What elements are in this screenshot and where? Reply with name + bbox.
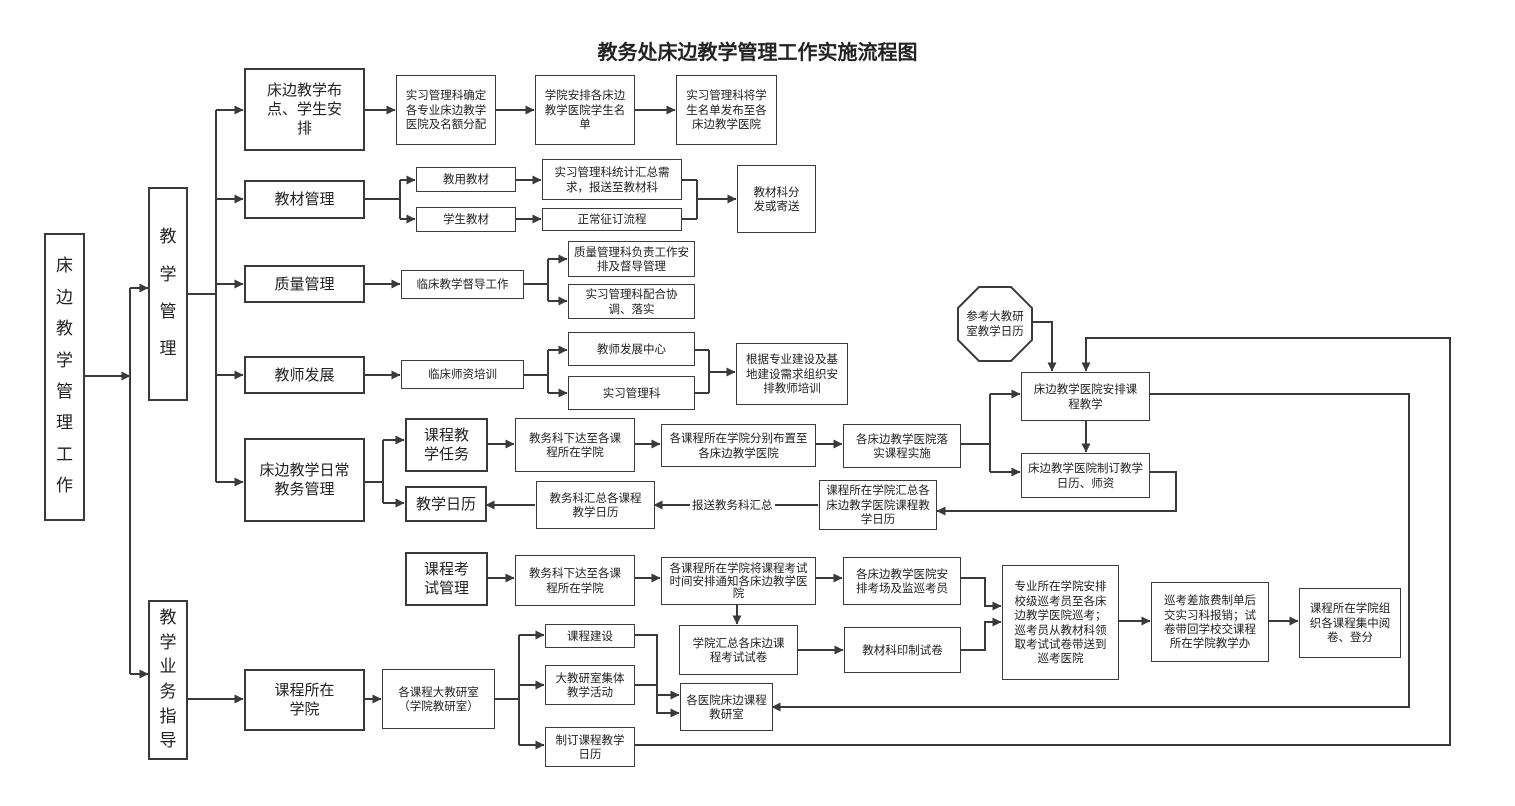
textbook-distribution-node: 教材科分发或寄送 bbox=[737, 165, 816, 233]
main-teaching-office-node: 各课程大教研室（学院教研室） bbox=[382, 669, 495, 729]
hospital-calendar-node: 床边教学医院制订教学日历、师资 bbox=[1021, 453, 1150, 498]
course-building-node: 课程建设 bbox=[545, 624, 635, 648]
teacher-development-node: 教师发展 bbox=[244, 356, 365, 394]
teacher-textbook-step: 实习管理科统计汇总需求，报送至教材科 bbox=[542, 159, 682, 200]
teaching-management-node: 教学管理 bbox=[148, 187, 188, 401]
exam-step-1: 教务科下达至各课程所在学院 bbox=[515, 555, 635, 606]
textbook-node: 教材管理 bbox=[244, 180, 365, 219]
exam-reimburse-node: 巡考差旅费制单后交实习科报销；试卷带回学校交课程所在学院教学办 bbox=[1151, 582, 1269, 662]
quality-task-b: 实习管理科配合协调、落实 bbox=[568, 284, 695, 319]
practice-management-node: 实习管理科 bbox=[568, 376, 695, 410]
task-step-2: 各课程所在学院分别布置至各床边教学医院 bbox=[661, 424, 816, 467]
exam-step-2: 各课程所在学院将课程考试时间安排通知各床边教学医院 bbox=[661, 557, 816, 605]
course-task-node: 课程教学任务 bbox=[405, 418, 488, 472]
course-college-node: 课程所在学院 bbox=[244, 669, 365, 731]
teacher-training-node: 临床师资培训 bbox=[401, 360, 524, 389]
layout-step-2: 学院安排各床边教学医院学生名单 bbox=[535, 75, 635, 145]
task-step-3: 各床边教学医院落实课程实施 bbox=[843, 424, 961, 468]
group-activity-node: 大教研室集体教学活动 bbox=[545, 665, 635, 705]
teacher-training-org-node: 根据专业建设及基地建设需求组织安排教师培训 bbox=[736, 343, 848, 405]
layout-node: 床边教学布点、学生安排 bbox=[244, 68, 365, 151]
business-guidance-node: 教学业务指导 bbox=[148, 600, 188, 760]
quality-task-a: 质量管理科负责工作安排及督导管理 bbox=[568, 241, 695, 277]
exam-step-3: 各床边教学医院安排考场及监巡考员 bbox=[843, 557, 961, 605]
teacher-dev-center-node: 教师发展中心 bbox=[568, 332, 695, 366]
task-step-1: 教务科下达至各课程所在学院 bbox=[515, 418, 635, 472]
exam-management-node: 课程考试管理 bbox=[405, 552, 488, 606]
exam-collect-node: 学院汇总各床边课程考试试卷 bbox=[679, 625, 798, 675]
root-node: 床边教学管理工作 bbox=[44, 233, 85, 521]
exam-print-node: 教材科印制试卷 bbox=[844, 627, 961, 673]
reference-calendar-node: 参考大教研室教学日历 bbox=[957, 286, 1033, 362]
quality-node: 质量管理 bbox=[244, 265, 365, 303]
student-textbook-node: 学生教材 bbox=[416, 207, 516, 232]
hospital-arrange-node: 床边教学医院安排课程教学 bbox=[1021, 372, 1150, 421]
teaching-calendar-node: 教学日历 bbox=[405, 486, 487, 522]
supervision-node: 临床教学督导工作 bbox=[401, 270, 524, 299]
college-summary-node: 课程所在学院汇总各床边教学医院课程教学日历 bbox=[819, 480, 937, 530]
teacher-textbook-node: 教用教材 bbox=[416, 167, 516, 192]
layout-step-1: 实习管理科确定各专业床边教学医院及名额分配 bbox=[396, 75, 496, 145]
hospital-teaching-office-node: 各医院床边课程教研室 bbox=[680, 683, 773, 731]
report-label: 报送教务科汇总 bbox=[690, 497, 775, 513]
office-summary-node: 教务科汇总各课程教学日历 bbox=[536, 481, 655, 529]
page-title: 教务处床边教学管理工作实施流程图 bbox=[597, 40, 918, 64]
reference-calendar-label: 参考大教研室教学日历 bbox=[966, 309, 1024, 338]
daily-management-node: 床边教学日常教务管理 bbox=[244, 438, 365, 522]
exam-grading-node: 课程所在学院组织各课程集中阅卷、登分 bbox=[1299, 588, 1401, 658]
make-calendar-node: 制订课程教学日历 bbox=[545, 727, 635, 767]
student-textbook-step: 正常征订流程 bbox=[542, 208, 682, 231]
layout-step-3: 实习管理科将学生名单发布至各床边教学医院 bbox=[676, 75, 777, 145]
exam-dispatch-node: 专业所在学院安排校级巡考员至各床边教学医院巡考；巡考员从教材科领取考试试卷带送到… bbox=[1002, 565, 1119, 680]
